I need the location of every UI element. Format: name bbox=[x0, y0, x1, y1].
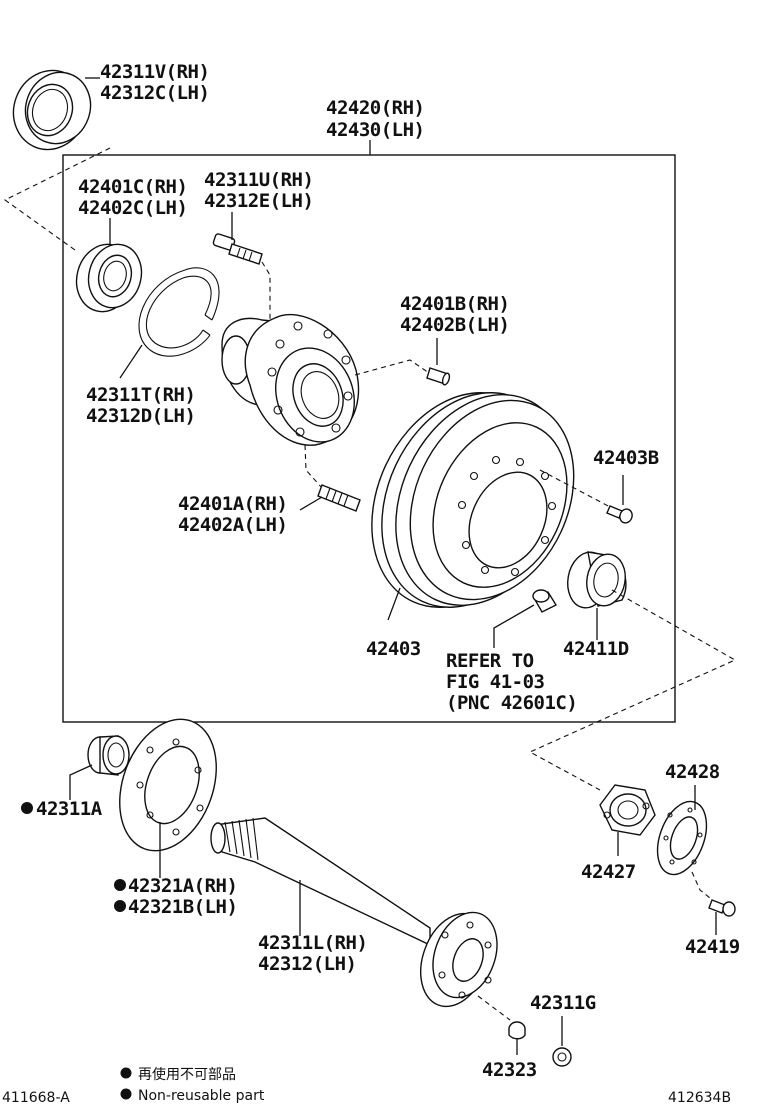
seal-42311a bbox=[87, 735, 130, 776]
label-42311v-rh: 42311V(RH) bbox=[100, 61, 209, 83]
label-42312: 42312(LH) bbox=[258, 953, 356, 975]
legend-line-2: Non-reusable part bbox=[138, 1088, 265, 1104]
label-42419: 42419 bbox=[685, 936, 740, 958]
bolt-42419 bbox=[708, 899, 736, 917]
label-42402b: 42402B(LH) bbox=[400, 314, 509, 336]
label-42311t: 42311T(RH) bbox=[86, 384, 195, 406]
label-42311v: 42311V(RH) bbox=[100, 61, 209, 83]
label-42402c: 42402C(LH) bbox=[78, 197, 187, 219]
legend-dot-1 bbox=[120, 1067, 132, 1079]
bolt-42311u bbox=[212, 233, 263, 265]
ref-number-left: 411668-A bbox=[2, 1090, 70, 1106]
label-42312d: 42312D(LH) bbox=[86, 405, 195, 427]
refer-line-3: (PNC 42601C) bbox=[446, 692, 577, 714]
legend-dot-2 bbox=[120, 1088, 132, 1100]
nut-42323 bbox=[508, 1021, 526, 1040]
label-42411d: 42411D bbox=[563, 638, 629, 660]
nut-42311g bbox=[552, 1047, 572, 1067]
label-42401c: 42401C(RH) bbox=[78, 176, 187, 198]
gasket-42321 bbox=[119, 718, 217, 852]
label-42321b: 42321B(LH) bbox=[128, 896, 237, 918]
legend-line-1: 再使用不可部品 bbox=[138, 1066, 236, 1083]
plate-42428 bbox=[656, 800, 708, 876]
label-42401b: 42401B(RH) bbox=[400, 293, 509, 315]
axle-shaft-42311l bbox=[210, 817, 498, 1008]
label-42312e: 42312E(LH) bbox=[204, 190, 313, 212]
bearing-42411d bbox=[567, 551, 627, 609]
label-42401a: 42401A(RH) bbox=[178, 493, 287, 515]
non-reusable-dot-42321a bbox=[114, 879, 126, 891]
label-42420: 42420(RH) bbox=[326, 97, 424, 119]
refer-line-2: FIG 41-03 bbox=[446, 671, 545, 693]
label-42321a: 42321A(RH) bbox=[128, 875, 237, 897]
label-42428: 42428 bbox=[665, 761, 720, 783]
label-42312c-lh: 42312C(LH) bbox=[100, 82, 209, 104]
stud-42401a bbox=[317, 484, 361, 512]
assembly-frame bbox=[62, 154, 676, 723]
oil-seal-42311v bbox=[12, 69, 92, 151]
bearing-42401c bbox=[75, 243, 143, 313]
label-42311l: 42311L(RH) bbox=[258, 932, 367, 954]
screw-42403b bbox=[606, 505, 633, 524]
label-42311g: 42311G bbox=[530, 992, 596, 1014]
stud-42401b bbox=[426, 367, 451, 386]
label-42323: 42323 bbox=[482, 1059, 537, 1081]
refer-line-1: REFER TO bbox=[446, 650, 534, 672]
brake-drum-42403 bbox=[371, 392, 575, 608]
ref-number-right: 412634B bbox=[668, 1090, 731, 1106]
retainer-42427 bbox=[599, 784, 656, 836]
snap-ring-42311t bbox=[138, 267, 220, 357]
label-42430: 42430(LH) bbox=[326, 119, 424, 141]
non-reusable-dot-42321b bbox=[114, 900, 126, 912]
label-42427: 42427 bbox=[581, 861, 636, 883]
label-42312c: 42312C(LH) bbox=[100, 82, 209, 104]
label-42311u: 42311U(RH) bbox=[204, 169, 313, 191]
label-42402a: 42402A(LH) bbox=[178, 514, 287, 536]
non-reusable-dot-42311a bbox=[21, 802, 33, 814]
small-bush bbox=[532, 589, 557, 613]
label-42311a: 42311A bbox=[36, 798, 103, 820]
label-42403b: 42403B bbox=[593, 447, 659, 469]
label-42403: 42403 bbox=[366, 638, 421, 660]
axle-hub-42420 bbox=[221, 313, 360, 446]
